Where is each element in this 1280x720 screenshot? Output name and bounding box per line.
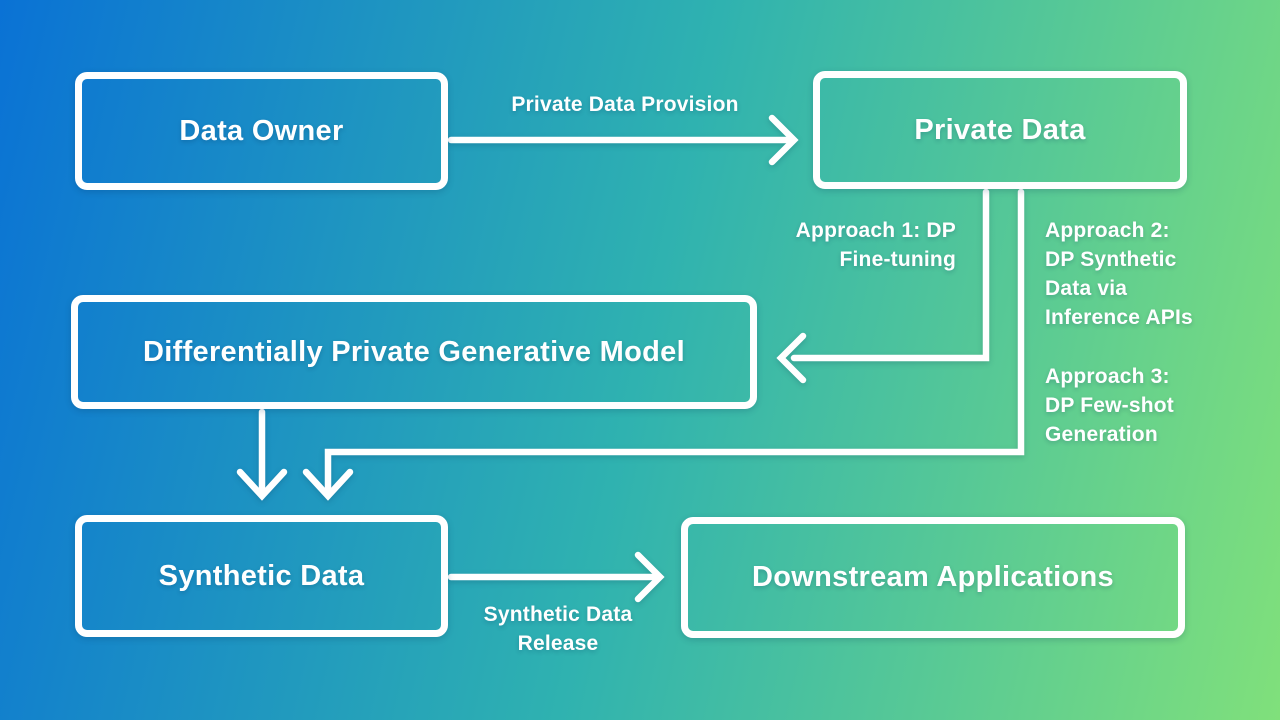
arrowhead-down-icon — [302, 468, 354, 501]
arrow-approach-2-3 — [302, 188, 1025, 501]
arrowhead-left-icon — [776, 332, 807, 384]
arrow-approach-1 — [776, 188, 990, 384]
node-synthetic-data: Synthetic Data — [75, 515, 448, 637]
edge-label-private-data-provision: Private Data Provision — [511, 93, 739, 116]
node-dp-generative-model: Differentially Private Generative Model — [71, 295, 757, 409]
arrowhead-right-icon — [634, 551, 665, 603]
edge-label-approach-2: Approach 2: DP Synthetic Data via Infere… — [1045, 219, 1193, 329]
arrow-synthetic-data-release — [447, 551, 665, 603]
arrowhead-right-icon — [768, 114, 799, 166]
node-label: Synthetic Data — [158, 559, 365, 592]
arrow-model-to-synthetic — [236, 408, 288, 501]
node-private-data: Private Data — [813, 71, 1187, 189]
edge-label-approach-3: Approach 3: DP Few-shot Generation — [1045, 365, 1174, 446]
node-downstream-applications: Downstream Applications — [681, 517, 1185, 638]
node-label: Differentially Private Generative Model — [143, 335, 685, 368]
node-label: Downstream Applications — [752, 561, 1114, 593]
edge-label-approach-1: Approach 1: DP Fine-tuning — [795, 219, 956, 271]
arrow-private-data-provision — [447, 114, 799, 166]
node-label: Private Data — [914, 113, 1086, 146]
node-label: Data Owner — [179, 114, 344, 147]
arrowhead-down-icon — [236, 468, 288, 501]
edge-label-synthetic-data-release: Synthetic Data Release — [483, 603, 633, 655]
node-data-owner: Data Owner — [75, 72, 448, 190]
